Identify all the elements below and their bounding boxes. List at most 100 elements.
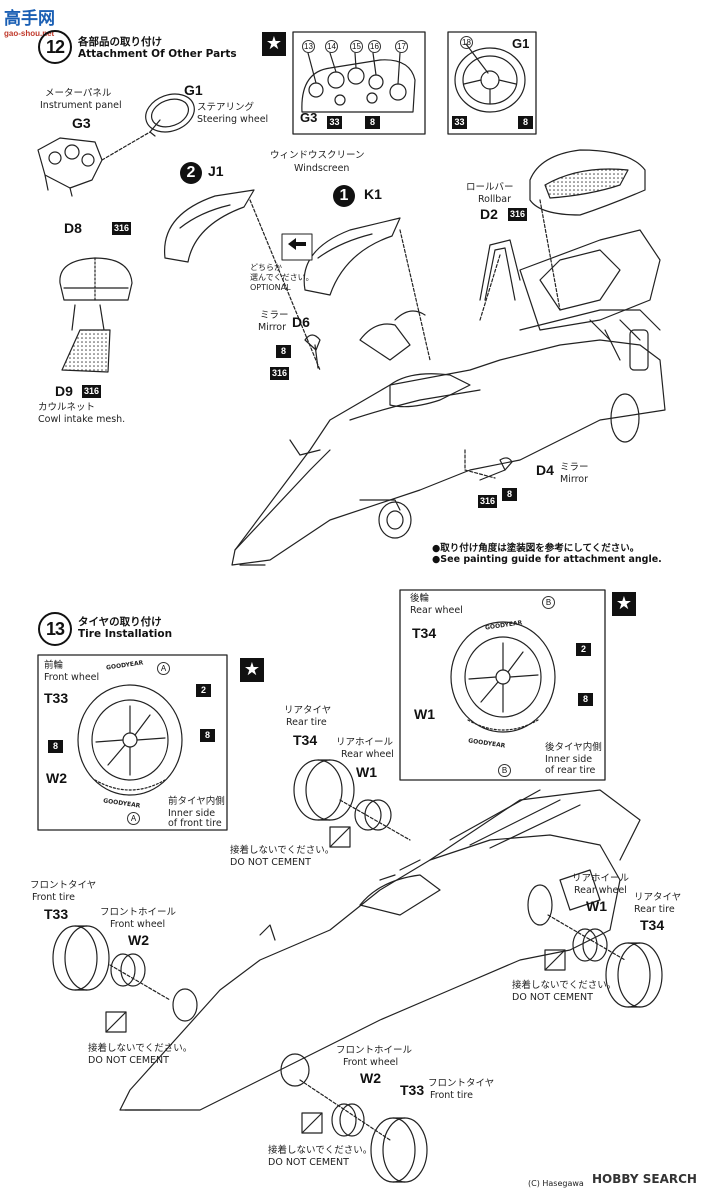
front-tire-label-jp: フロントタイヤ bbox=[30, 880, 97, 891]
instrument-panel-label-en: Instrument panel bbox=[40, 100, 122, 111]
wheel-18-label: 18 bbox=[460, 36, 473, 49]
optional-label-jp2: 選んでください。 bbox=[250, 273, 314, 282]
part-t34-exploded: T34 bbox=[293, 732, 318, 748]
rear-tire-label-jp: リアタイヤ bbox=[284, 705, 332, 716]
mirror-d6-label-jp: ミラー bbox=[260, 310, 289, 321]
color-316-badge: 316 bbox=[508, 208, 528, 221]
watermark-url: gao-shou.net bbox=[4, 29, 55, 38]
color-8-badge: 8 bbox=[48, 740, 63, 753]
front-tire-label-en: Front tire bbox=[32, 892, 75, 903]
rear-wheel-label-en: Rear wheel bbox=[341, 749, 394, 760]
part-t34: T34 bbox=[412, 625, 437, 641]
optional-label-en: OPTIONAL bbox=[250, 283, 291, 292]
car-body-step12 bbox=[231, 229, 666, 566]
no-cement-label-en: DO NOT CEMENT bbox=[512, 992, 593, 1003]
step-13-title-en: Tire Installation bbox=[78, 628, 173, 640]
star-icon: ★ bbox=[262, 32, 286, 56]
rear-tire-label-en: Rear tire bbox=[634, 904, 675, 915]
mirror-d6-label-en: Mirror bbox=[258, 322, 286, 333]
rear-wheel-label-jp: リアホイール bbox=[336, 737, 394, 748]
gauge-15-label: 15 bbox=[350, 40, 363, 53]
gauge-17-label: 17 bbox=[395, 40, 408, 53]
attachment-note-en: ●See painting guide for attachment angle… bbox=[432, 554, 662, 565]
color-33-badge: 33 bbox=[452, 116, 467, 129]
rear-wheel-label-en: Rear wheel bbox=[574, 885, 627, 896]
part-g3: G3 bbox=[72, 115, 91, 131]
marker-b-label: B bbox=[542, 596, 555, 609]
front-wheel-label-jp: 前輪 bbox=[44, 660, 64, 671]
rear-inner-label-en2: of rear tire bbox=[545, 765, 596, 776]
front-inner-label-en1: Inner side bbox=[168, 808, 216, 819]
rear-wheel-label-jp: リアホイール bbox=[572, 873, 630, 884]
part-j1: J1 bbox=[208, 163, 224, 179]
part-t33-exploded: T33 bbox=[44, 906, 69, 922]
color-8-badge: 8 bbox=[200, 729, 215, 742]
color-8-badge: 8 bbox=[578, 693, 593, 706]
marker-a-label: A bbox=[157, 662, 170, 675]
marker-a-label: A bbox=[127, 812, 140, 825]
front-inner-label-jp: 前タイヤ内側 bbox=[168, 796, 225, 807]
steering-wheel-drawing bbox=[145, 93, 195, 137]
part-w2-exploded: W2 bbox=[360, 1070, 381, 1086]
windscreen-label-en: Windscreen bbox=[294, 163, 350, 174]
no-cement-label-en: DO NOT CEMENT bbox=[230, 857, 311, 868]
part-w2-exploded: W2 bbox=[128, 932, 149, 948]
rollbar-label-en: Rollbar bbox=[478, 194, 512, 205]
front-wheel-label-en: Front wheel bbox=[343, 1057, 399, 1068]
watermark-title: 高手网 bbox=[4, 9, 55, 28]
optional-label-jp1: どちらか bbox=[250, 263, 282, 272]
front-wheel-label-en: Front wheel bbox=[110, 919, 166, 930]
inset-part-g3: G3 bbox=[300, 110, 318, 125]
part-k1: K1 bbox=[364, 186, 382, 202]
color-2-badge: 2 bbox=[576, 643, 591, 656]
rear-inner-label-en1: Inner side bbox=[545, 754, 593, 765]
front-tire-label-en: Front tire bbox=[430, 1090, 473, 1101]
part-w1-exploded: W1 bbox=[586, 898, 607, 914]
step-13-number: 13 bbox=[38, 612, 72, 646]
rear-tire-label-jp: リアタイヤ bbox=[634, 892, 682, 903]
front-inner-label-en2: of front tire bbox=[168, 818, 222, 829]
attachment-note-jp: ●取り付け角度は塗装図を参考にしてください。 bbox=[432, 543, 640, 554]
color-33-badge: 33 bbox=[327, 116, 342, 129]
no-cement-label-jp: 接着しないでください。 bbox=[512, 980, 617, 991]
gauge-13-label: 13 bbox=[302, 40, 315, 53]
step-12-title-jp: 各部品の取り付け bbox=[78, 36, 162, 48]
part-d9: D9 bbox=[55, 383, 73, 399]
front-wheel-label-jp: フロントホイール bbox=[100, 907, 177, 918]
color-8-badge: 8 bbox=[276, 345, 291, 358]
part-t33-exploded: T33 bbox=[400, 1082, 425, 1098]
inset-part-g1: G1 bbox=[512, 36, 530, 51]
part-d6: D6 bbox=[292, 314, 310, 330]
step-12-number: 12 bbox=[38, 30, 72, 64]
part-w2: W2 bbox=[46, 770, 67, 786]
gauge-14-label: 14 bbox=[325, 40, 338, 53]
rear-tire-label-en: Rear tire bbox=[286, 717, 327, 728]
no-cement-label-en: DO NOT CEMENT bbox=[88, 1055, 169, 1066]
rollbar-label-jp: ロールバー bbox=[466, 182, 514, 193]
marker-b-label: B bbox=[498, 764, 511, 777]
car-body-step13 bbox=[119, 789, 641, 1111]
part-d4: D4 bbox=[536, 462, 554, 478]
instrument-panel-label-jp: メーターパネル bbox=[45, 88, 112, 99]
color-8-badge: 8 bbox=[502, 488, 517, 501]
star-icon: ★ bbox=[240, 658, 264, 682]
gauge-16-label: 16 bbox=[368, 40, 381, 53]
part-d8: D8 bbox=[64, 220, 82, 236]
part-t34-exploded: T34 bbox=[640, 917, 665, 933]
part-w1: W1 bbox=[414, 706, 435, 722]
no-cement-label-jp: 接着しないでください。 bbox=[230, 845, 335, 856]
mirror-d4-label-en: Mirror bbox=[560, 474, 588, 485]
steering-label-jp: ステアリング bbox=[197, 102, 255, 113]
color-316-badge: 316 bbox=[478, 495, 498, 508]
mirror-d4-label-jp: ミラー bbox=[560, 462, 589, 473]
no-cement-label-jp: 接着しないでください。 bbox=[88, 1043, 193, 1054]
front-tire-label-jp: フロントタイヤ bbox=[428, 1078, 495, 1089]
rear-inner-label-jp: 後タイヤ内側 bbox=[545, 742, 602, 753]
watermark-logo-top: 高手网 gao-shou.net bbox=[4, 4, 55, 38]
front-wheel-label-en: Front wheel bbox=[44, 672, 100, 683]
part-d2: D2 bbox=[480, 206, 498, 222]
part-w1-exploded: W1 bbox=[356, 764, 377, 780]
cowl-label-jp: カウルネット bbox=[38, 402, 96, 413]
color-8-badge: 8 bbox=[518, 116, 533, 129]
step-13-title-jp: タイヤの取り付け bbox=[78, 616, 162, 628]
